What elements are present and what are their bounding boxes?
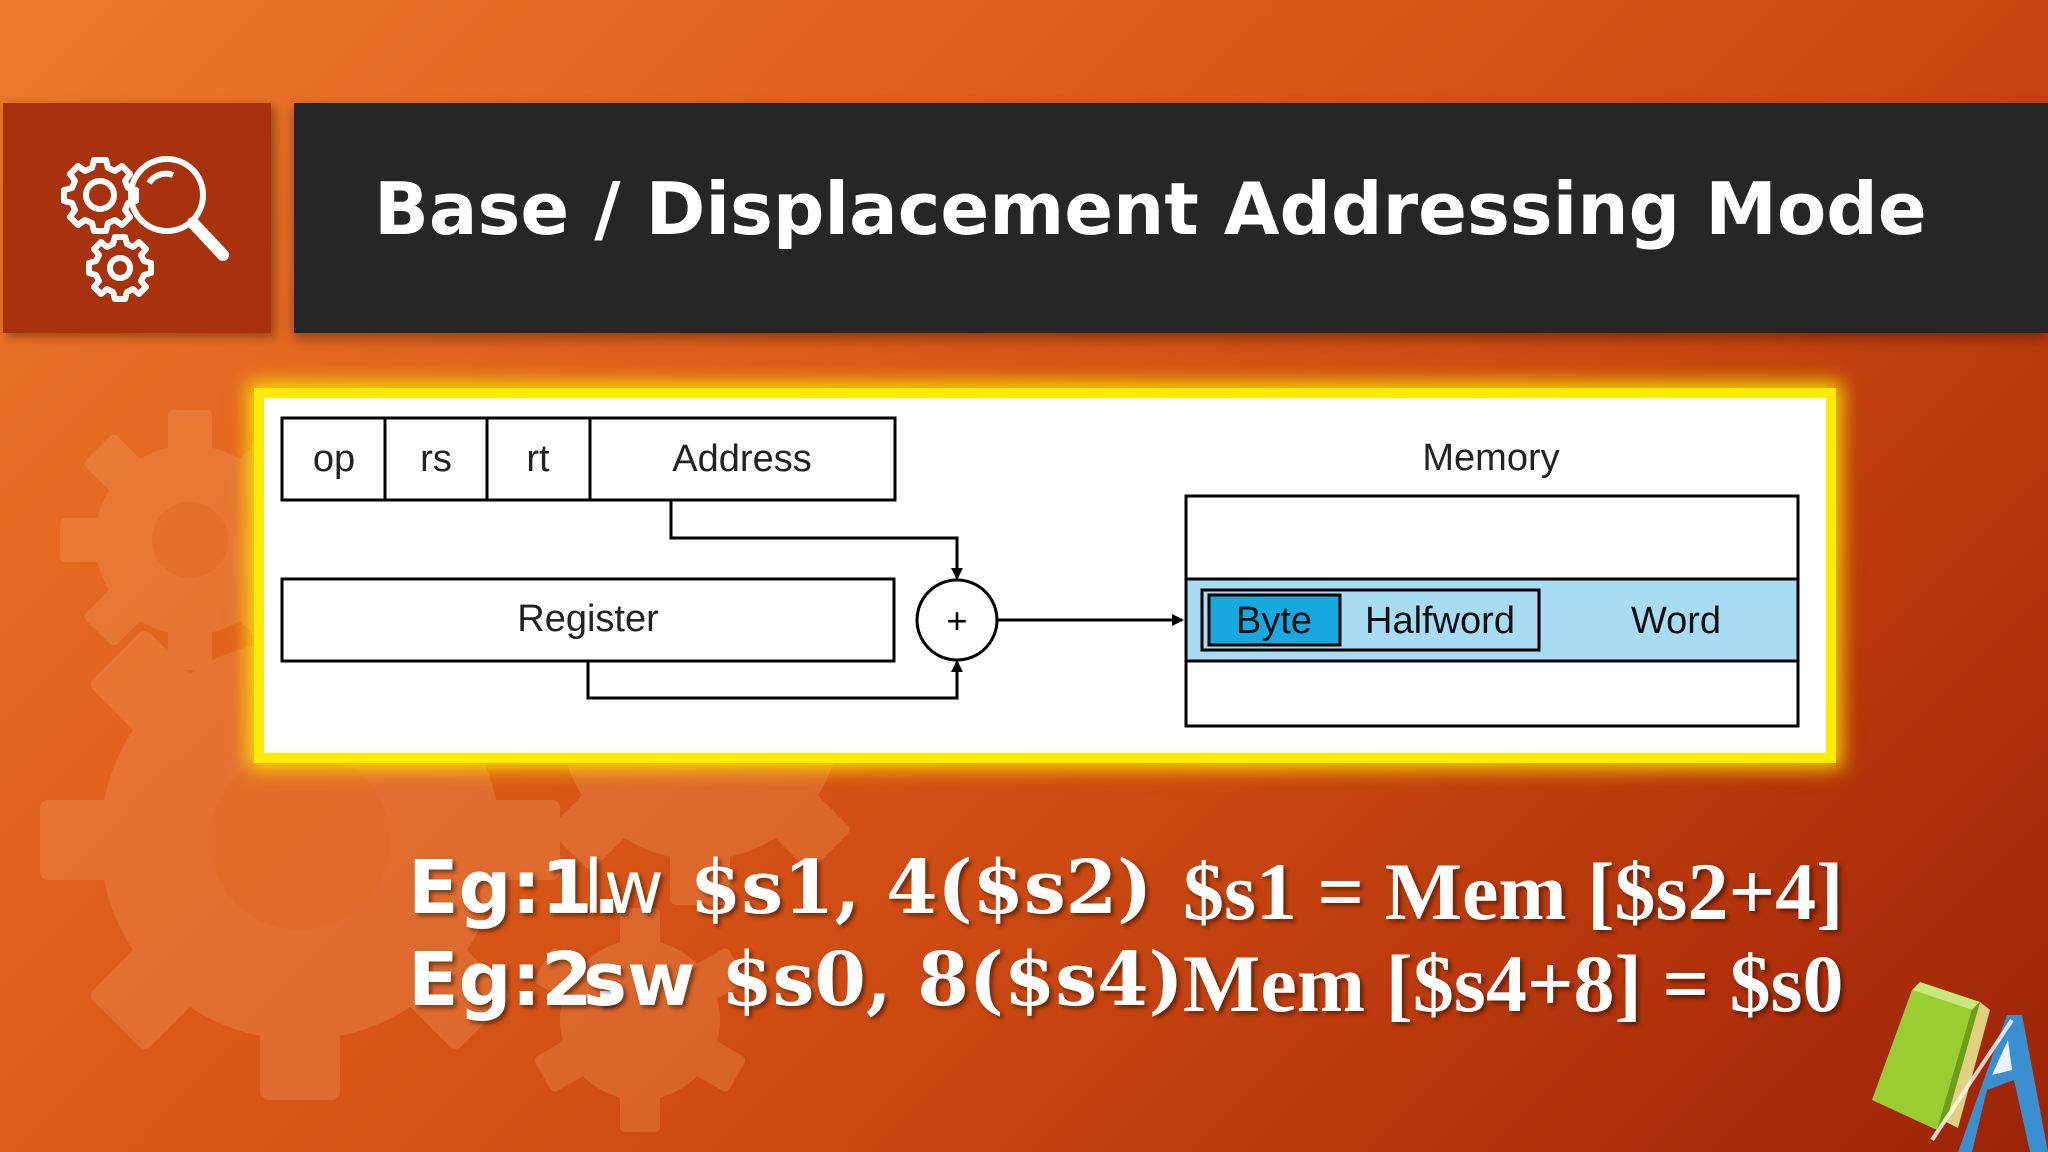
register-box — [280, 577, 896, 663]
examples-section: Eg:1. lw $s1, 4($s2) $s1 = Mem [$s2+4] E… — [408, 845, 1843, 1029]
field-op-label: op — [313, 438, 355, 480]
example-mnemonic: lw — [583, 845, 665, 931]
memory-byte-label: Byte — [1236, 600, 1312, 642]
gears-magnifier-icon — [61, 156, 229, 302]
page-title: Base / Displacement Addressing Mode — [374, 167, 1927, 251]
example-number: 2. — [541, 937, 621, 1023]
example-number: 1. — [541, 845, 621, 931]
field-rt-label: rt — [526, 438, 550, 480]
memory-label: Memory — [1422, 437, 1559, 479]
field-rs-box — [383, 416, 489, 502]
field-rs-label: rs — [420, 438, 452, 480]
diagram-canvas: op rs rt Address Register + Memory Byte … — [280, 416, 1800, 728]
field-rt-box — [485, 416, 592, 502]
example-prefix: Eg: — [408, 937, 542, 1023]
example-row: Eg:2. sw $s0, 8($s4) Mem [$s4+8] = $s0 — [408, 937, 1843, 1029]
example-label: Eg:2. — [408, 937, 621, 1023]
example-row: Eg:1. lw $s1, 4($s2) $s1 = Mem [$s2+4] — [408, 845, 1843, 937]
example-code: sw $s0, 8($s4) — [583, 937, 1184, 1023]
example-prefix: Eg: — [408, 845, 542, 931]
example-code: lw $s1, 4($s2) — [583, 845, 1152, 931]
adder-symbol: + — [946, 600, 967, 641]
example-result: $s1 = Mem [$s2+4] — [1183, 846, 1844, 937]
example-operands: $s0, 8($s4) — [721, 937, 1184, 1023]
instruction-format — [280, 416, 897, 502]
example-result: Mem [$s4+8] = $s0 — [1183, 938, 1844, 1029]
memory-halfword-label: Halfword — [1365, 600, 1515, 642]
register-label: Register — [517, 598, 659, 640]
example-mnemonic: sw — [583, 937, 696, 1023]
background-gear-bottom — [534, 908, 746, 1132]
example-label: Eg:1. — [408, 845, 621, 931]
header-icon-box — [3, 103, 271, 333]
book-a-logo-icon — [1872, 982, 2048, 1152]
field-address-label: Address — [672, 438, 811, 480]
field-address-box — [588, 416, 897, 502]
memory-byte-box — [1207, 593, 1342, 647]
example-operands: $s1, 4($s2) — [689, 845, 1153, 931]
address-to-adder-line — [669, 500, 963, 580]
title-bar: Base / Displacement Addressing Mode — [294, 103, 2048, 333]
memory-word-label: Word — [1631, 600, 1721, 642]
field-op-box — [280, 416, 387, 502]
addressing-diagram: op rs rt Address Register + Memory Byte … — [254, 388, 1836, 763]
register-to-adder-line — [586, 660, 963, 700]
